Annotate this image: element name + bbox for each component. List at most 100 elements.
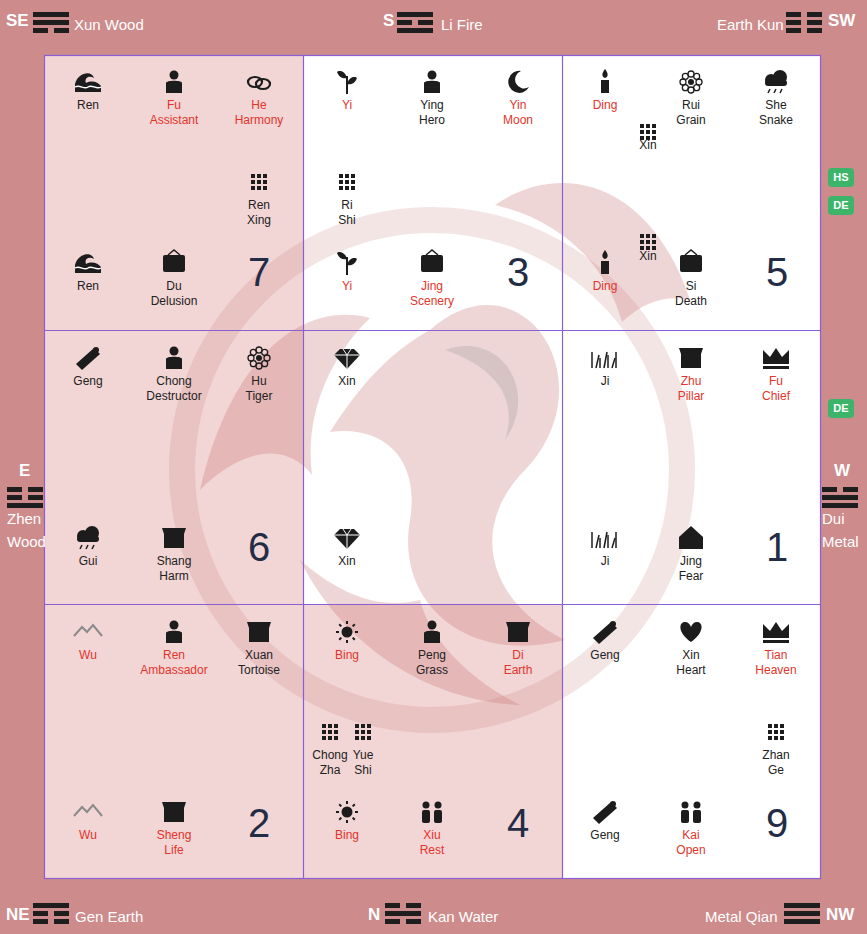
- phoenix-watermark: [182, 183, 690, 720]
- palace-cell: XinXin: [303, 330, 562, 604]
- glyph-icon: [166, 621, 182, 644]
- glyph-icon: [422, 802, 442, 824]
- glyph-icon: [247, 622, 271, 642]
- palace-number: 4: [507, 801, 529, 845]
- glyph-icon: [763, 348, 789, 369]
- palace-cell: GengChong DestructorHu TigerGuiShang Har…: [44, 330, 303, 604]
- palace-number: 5: [766, 250, 788, 294]
- glyph-icon: [680, 622, 701, 642]
- star-label: Bing: [335, 648, 359, 663]
- glyph-icon: [248, 77, 270, 89]
- glyph-icon: [593, 621, 617, 644]
- star-label: Chong Destructor: [146, 374, 201, 404]
- direction-letter: S: [383, 8, 394, 33]
- trigram-name: Gen Earth: [75, 905, 143, 928]
- glyph-icon: [421, 250, 443, 272]
- trigram-name: Xun Wood: [74, 13, 144, 36]
- glyph-icon: [162, 802, 186, 822]
- star-label: Ren Xing: [247, 198, 271, 228]
- trigram-name: Li Fire: [441, 13, 483, 36]
- star-label: Ri Shi: [338, 198, 355, 228]
- star-label: Wu: [79, 828, 97, 843]
- star-label: Bing: [335, 828, 359, 843]
- status-badge: DE: [828, 399, 854, 418]
- status-badge: DE: [828, 196, 854, 215]
- direction-letter: SW: [828, 8, 855, 33]
- palace-number: 1: [766, 525, 788, 569]
- badge-text: DE: [828, 399, 854, 418]
- glyph-icon: [592, 352, 616, 368]
- star-label: Yi: [342, 98, 352, 113]
- glyph-icon: [251, 174, 267, 190]
- glyph-icon: [248, 347, 270, 369]
- glyph-icon: [337, 252, 357, 275]
- glyph-icon: [337, 71, 357, 94]
- palace-cell: YiYing HeroYin MoonRi ShiYiJing Scenery3: [303, 55, 562, 330]
- star-label: Peng Grass: [416, 648, 448, 678]
- glyph-icon: [508, 71, 529, 93]
- glyph-icon: [355, 724, 371, 740]
- star-label: Si Death: [675, 279, 707, 309]
- glyph-icon: [336, 801, 358, 823]
- palace-number: 9: [766, 801, 788, 845]
- star-label: Hu Tiger: [246, 374, 273, 404]
- trigram-name: Kan Water: [428, 905, 498, 928]
- trigram-symbol: [7, 487, 43, 508]
- glyph-icon: [424, 71, 440, 94]
- star-label: Ying Hero: [419, 98, 445, 128]
- palace-cell: GengXin HeartTian HeavenZhan GeGengKai O…: [562, 604, 820, 879]
- star-label: Yue Shi: [353, 748, 374, 778]
- trigram-name: Zhen Wood: [7, 507, 46, 553]
- star-label: Zhu Pillar: [678, 374, 705, 404]
- glyph-icon: [765, 70, 787, 93]
- direction-letter: NW: [826, 902, 854, 927]
- star-label: Ren: [77, 279, 99, 294]
- star-label: Ji: [601, 554, 610, 569]
- palace-number: 6: [248, 525, 270, 569]
- trigram-name: Metal Qian: [705, 905, 778, 928]
- star-label: Ren Ambassador: [140, 648, 207, 678]
- glyph-icon: [75, 254, 101, 273]
- direction-letter: E: [19, 458, 30, 483]
- star-label: Xin: [338, 374, 355, 389]
- cell-ground: [44, 55, 303, 330]
- star-label: Xin: [639, 249, 656, 264]
- star-label: Du Delusion: [151, 279, 198, 309]
- palace-number: 2: [248, 801, 270, 845]
- star-label: Xin: [639, 138, 656, 153]
- glyph-icon: [763, 622, 789, 643]
- star-label: Sheng Life: [157, 828, 192, 858]
- star-label: Kai Open: [676, 828, 705, 858]
- glyph-icon: [640, 124, 656, 140]
- star-label: Yi: [342, 279, 352, 294]
- glyph-icon: [593, 801, 617, 824]
- trigram-symbol: [385, 903, 421, 924]
- star-label: Jing Scenery: [410, 279, 454, 309]
- glyph-icon: [679, 348, 703, 368]
- star-label: He Harmony: [235, 98, 284, 128]
- trigram-name: Dui Metal: [822, 507, 859, 553]
- glyph-icon: [334, 349, 360, 369]
- glyph-icon: [339, 174, 355, 190]
- glyph-icon: [74, 625, 102, 636]
- star-label: Tian Heaven: [755, 648, 796, 678]
- palace-cell: WuRen AmbassadorXuan TortoiseWuSheng Lif…: [44, 604, 303, 879]
- glyph-icon: [640, 234, 656, 250]
- star-label: Ji: [601, 374, 610, 389]
- palace-number: 3: [507, 250, 529, 294]
- star-label: Zhan Ge: [762, 748, 789, 778]
- glyph-icon: [336, 621, 358, 643]
- glyph-icon: [166, 347, 182, 370]
- glyph-icon: [77, 526, 99, 549]
- glyph-icon: [681, 802, 701, 824]
- star-label: Ren: [77, 98, 99, 113]
- glyph-icon: [680, 250, 702, 272]
- badge-text: DE: [828, 196, 854, 215]
- star-label: Di Earth: [504, 648, 533, 678]
- glyph-icon: [76, 347, 100, 370]
- star-label: Rui Grain: [676, 98, 705, 128]
- star-label: Jing Fear: [679, 554, 704, 584]
- trigram-symbol: [33, 12, 69, 33]
- trigram-symbol: [822, 487, 858, 508]
